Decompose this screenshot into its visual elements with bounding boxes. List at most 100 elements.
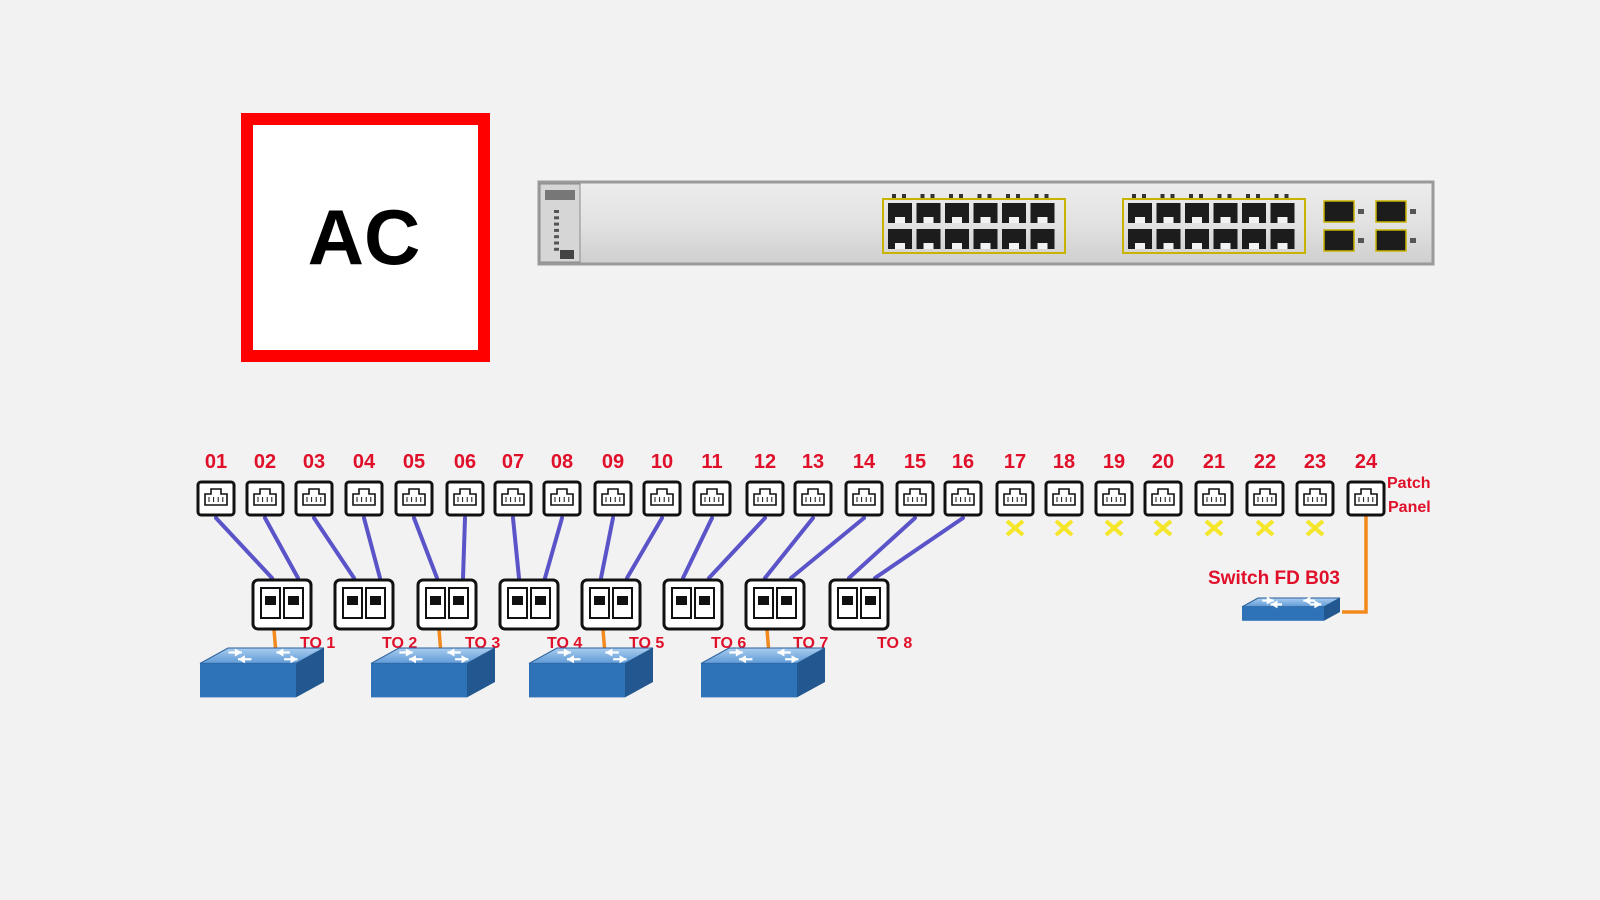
port-latch: [1037, 217, 1048, 223]
port-led: [1006, 194, 1010, 198]
patch-port-number: 24: [1355, 451, 1378, 473]
patch-port-number: 03: [303, 451, 325, 473]
horizontal-cable: [214, 516, 274, 580]
telecom-outlet: TO 8: [828, 578, 912, 652]
patch-port-number: 15: [904, 451, 926, 473]
unused-mark-stroke: [1054, 519, 1074, 537]
jack-socket: [1354, 488, 1378, 506]
patch-port: 07: [493, 451, 533, 517]
switch-arrow-head: [290, 655, 298, 664]
telecom-outlet: TO 3: [416, 578, 500, 652]
switch-rj45-port: [1242, 229, 1266, 249]
patch-port-number: 05: [403, 451, 425, 473]
switch-rj45-port: [1002, 203, 1026, 223]
switch-rj45-port: [1156, 229, 1181, 249]
patch-port-number: 08: [551, 451, 573, 473]
patch-port: 20: [1143, 451, 1183, 537]
port-led: [1189, 194, 1193, 198]
patch-port: 24: [1346, 451, 1386, 517]
jack-socket: [453, 488, 477, 506]
horizontal-cable: [312, 516, 356, 580]
switch-arrow-head: [791, 655, 799, 664]
rj45-jack: [593, 480, 633, 517]
jack-socket: [1151, 488, 1175, 506]
patch-port-number: 04: [353, 451, 376, 473]
outlet-label: TO 8: [877, 635, 912, 652]
uplink-switch: [1241, 596, 1341, 621]
port-latch: [895, 217, 905, 223]
jack-socket: [501, 488, 525, 506]
switch-rj45-port: [973, 229, 998, 249]
switch-rj45-port: [888, 203, 912, 223]
switch-rj45-port: [1030, 203, 1055, 223]
horizontal-cable: [412, 516, 439, 580]
horizontal-cable: [789, 516, 866, 580]
outlet-socket-hole: [865, 596, 876, 605]
patch-port: 12: [745, 451, 785, 517]
workgroup-switch: [528, 647, 654, 698]
switch-side: [797, 648, 825, 698]
outlet-socket-hole: [265, 596, 276, 605]
telecom-outlet: TO 6: [662, 578, 746, 652]
patch-port: 18: [1044, 451, 1084, 537]
led-stat: [554, 222, 559, 226]
switch-arrow-head: [777, 648, 785, 657]
patch-port-number: 23: [1304, 451, 1326, 473]
switch-rj45-port: [1270, 203, 1295, 223]
switch-rj45-port: [945, 203, 969, 223]
switch-arrow-head: [405, 648, 413, 657]
jack-socket: [352, 488, 376, 506]
jack-socket: [302, 488, 326, 506]
port-latch: [1220, 217, 1231, 223]
patch-port: 03: [294, 451, 334, 517]
outlet-socket-hole: [535, 596, 546, 605]
switch-rj45-port: [1185, 203, 1209, 223]
port-latch: [1192, 243, 1202, 249]
patch-port-number: 12: [754, 451, 776, 473]
switch-rj45-port: [916, 229, 941, 249]
unused-mark-stroke: [1204, 519, 1224, 537]
jack-socket: [1003, 488, 1027, 506]
jack-socket: [852, 488, 876, 506]
switch-arrow-head: [238, 655, 245, 664]
unused-mark-stroke: [1305, 519, 1325, 537]
switch-rj45-port: [1242, 203, 1266, 223]
led-duplx: [554, 228, 559, 232]
switch-front: [371, 663, 467, 698]
uplink-switch-icon: [1241, 596, 1341, 621]
outlet-socket-hole: [370, 596, 381, 605]
switch-arrow-head: [739, 655, 746, 664]
sfp-led: [1410, 238, 1416, 243]
unused-port-marker: [1153, 519, 1173, 537]
port-led: [930, 194, 935, 198]
port-led: [1274, 194, 1279, 198]
port-led: [892, 194, 896, 198]
patch-port: 21: [1194, 451, 1234, 537]
port-latch: [1220, 243, 1231, 249]
led-speed: [554, 235, 559, 239]
port-led: [1284, 194, 1289, 198]
unused-mark-stroke: [1005, 519, 1025, 537]
port-latch: [1277, 217, 1288, 223]
port-latch: [923, 217, 934, 223]
switch-side: [467, 648, 495, 698]
port-led: [959, 194, 963, 198]
port-latch: [1009, 217, 1019, 223]
outlet-socket-hole: [453, 596, 464, 605]
switch-rj45-port: [1213, 203, 1238, 223]
jack-socket: [1102, 488, 1126, 506]
switch-arrow-head: [1270, 600, 1278, 609]
rj45-jack: [1094, 480, 1134, 517]
port-latch: [980, 243, 991, 249]
port-led: [1217, 194, 1222, 198]
horizontal-cable: [707, 516, 767, 580]
patch-port: 13: [793, 451, 833, 517]
patch-port: 15: [895, 451, 935, 517]
cables: [214, 516, 1368, 655]
jack-socket: [700, 488, 724, 506]
rj45-jack: [745, 480, 785, 517]
workgroup-switch: [199, 647, 325, 698]
switch-arrow-head: [409, 655, 416, 664]
port-latch: [923, 243, 934, 249]
